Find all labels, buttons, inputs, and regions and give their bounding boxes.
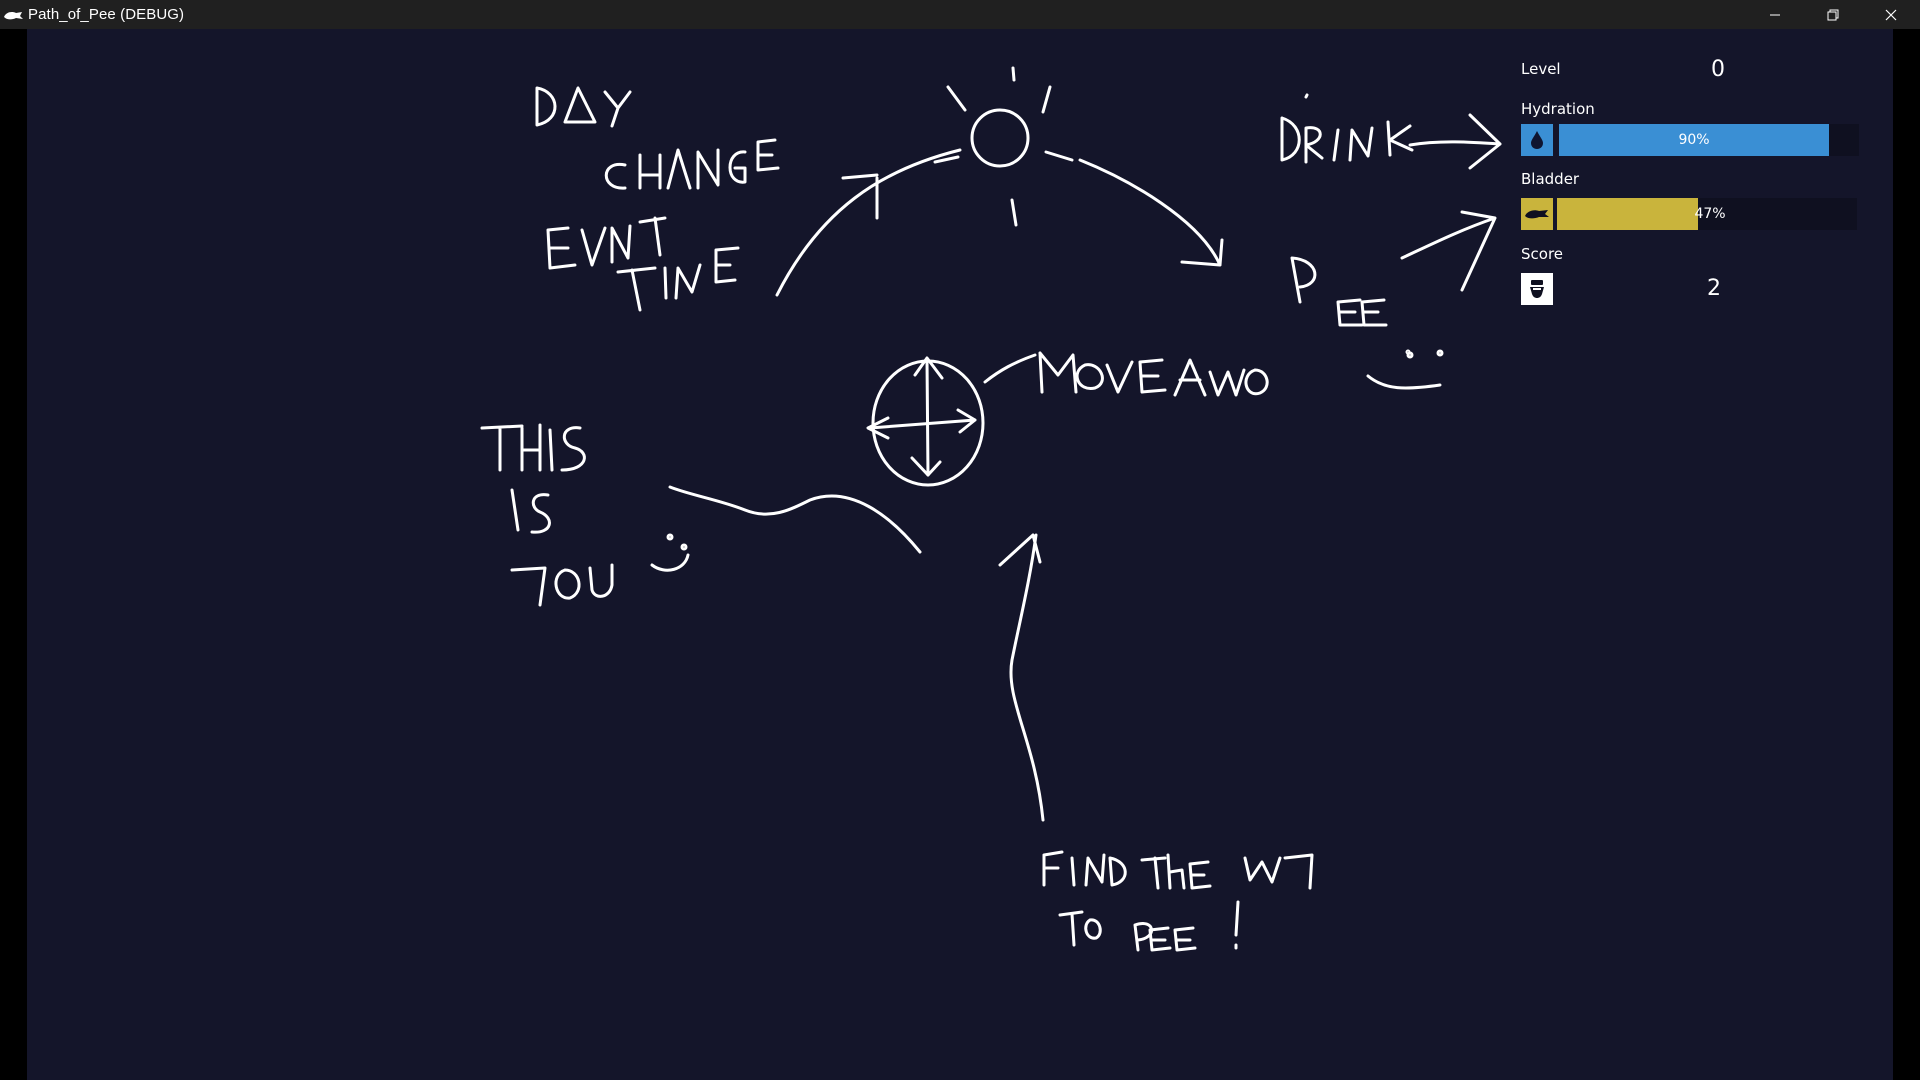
game-viewport[interactable]: Level 0 Hydration 90% Bladder 47% Score (27, 29, 1893, 1080)
minimize-button[interactable] (1746, 0, 1804, 29)
hud-panel: Level 0 Hydration 90% Bladder 47% Score (1521, 29, 1866, 329)
restore-button[interactable] (1804, 0, 1862, 29)
score-value: 2 (1707, 273, 1721, 305)
minimize-icon (1769, 9, 1781, 21)
bladder-bar: 47% (1521, 198, 1866, 230)
hydration-label: Hydration (1521, 100, 1595, 118)
bladder-fill (1557, 198, 1698, 230)
hydration-bar: 90% (1521, 124, 1866, 156)
sun-doodle (777, 68, 1222, 295)
note-move (1040, 353, 1267, 395)
note-find-way (1000, 535, 1312, 950)
toilet-icon (1521, 273, 1553, 305)
note-drink (1282, 95, 1500, 168)
bladder-percent: 47% (1690, 198, 1730, 230)
water-drop-icon (1521, 124, 1553, 156)
title-bar: Path_of_Pee (DEBUG) (0, 0, 1920, 29)
player-doodle (868, 355, 1035, 485)
bladder-label: Bladder (1521, 170, 1579, 188)
window-controls (1746, 0, 1920, 29)
bladder-icon (1521, 198, 1553, 230)
window-title: Path_of_Pee (DEBUG) (28, 6, 184, 23)
score-label: Score (1521, 245, 1563, 263)
hydration-percent: 90% (1559, 124, 1829, 156)
close-button[interactable] (1862, 0, 1920, 29)
note-this-is-you (482, 425, 920, 605)
level-label: Level (1521, 60, 1561, 78)
note-pee (1292, 212, 1495, 388)
app-icon (2, 8, 24, 22)
level-value: 0 (1711, 57, 1725, 82)
note-day-change (537, 88, 778, 310)
close-icon (1885, 9, 1897, 21)
restore-icon (1827, 9, 1839, 21)
